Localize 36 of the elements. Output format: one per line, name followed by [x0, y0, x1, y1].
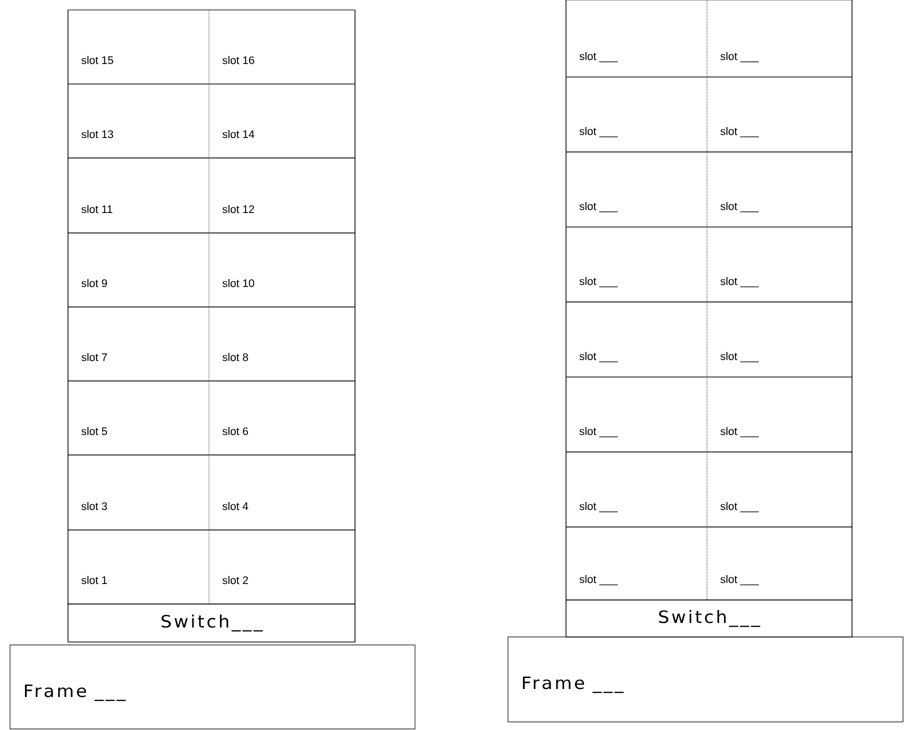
frame-box: Frame ___ [508, 636, 904, 722]
slot-cell: slot 7 [68, 306, 210, 382]
slot-cell: slot ___ [566, 152, 708, 228]
slot-cell: slot 12 [208, 158, 356, 234]
slot-cell: slot 4 [208, 454, 356, 530]
slot-cell: slot ___ [706, 152, 852, 228]
slot-cell: slot ___ [706, 226, 852, 302]
slot-cell: slot ___ [706, 526, 852, 600]
slot-cell: slot ___ [566, 0, 708, 78]
slot-cell: slot ___ [566, 76, 708, 152]
slot-cell: slot ___ [566, 452, 708, 528]
slot-cell: slot 16 [208, 10, 356, 84]
slot-cell: slot 13 [68, 84, 210, 158]
slot-cell: slot ___ [706, 76, 852, 152]
slot-cell: slot 15 [68, 10, 210, 84]
slot-cell: slot 2 [208, 530, 356, 604]
slot-cell: slot ___ [566, 376, 708, 452]
switch-box: Switch___ [68, 604, 356, 642]
slot-cell: slot ___ [566, 226, 708, 302]
slot-cell: slot ___ [706, 376, 852, 452]
switch-box: Switch___ [566, 600, 852, 638]
slot-cell: slot 5 [68, 380, 210, 456]
slot-cell: slot ___ [566, 302, 708, 378]
slot-cell: slot ___ [706, 302, 852, 378]
slot-cell: slot 10 [208, 232, 356, 308]
slot-cell: slot 9 [68, 232, 210, 308]
slot-cell: slot ___ [706, 452, 852, 528]
slot-cell: slot 6 [208, 380, 356, 456]
slot-cell: slot ___ [706, 0, 852, 78]
slot-cell: slot 8 [208, 306, 356, 382]
slot-cell: slot 3 [68, 454, 210, 530]
slot-cell: slot ___ [566, 526, 708, 600]
slot-cell: slot 1 [68, 530, 210, 604]
slot-cell: slot 14 [208, 84, 356, 158]
slot-cell: slot 11 [68, 158, 210, 234]
frame-box: Frame ___ [10, 644, 416, 730]
